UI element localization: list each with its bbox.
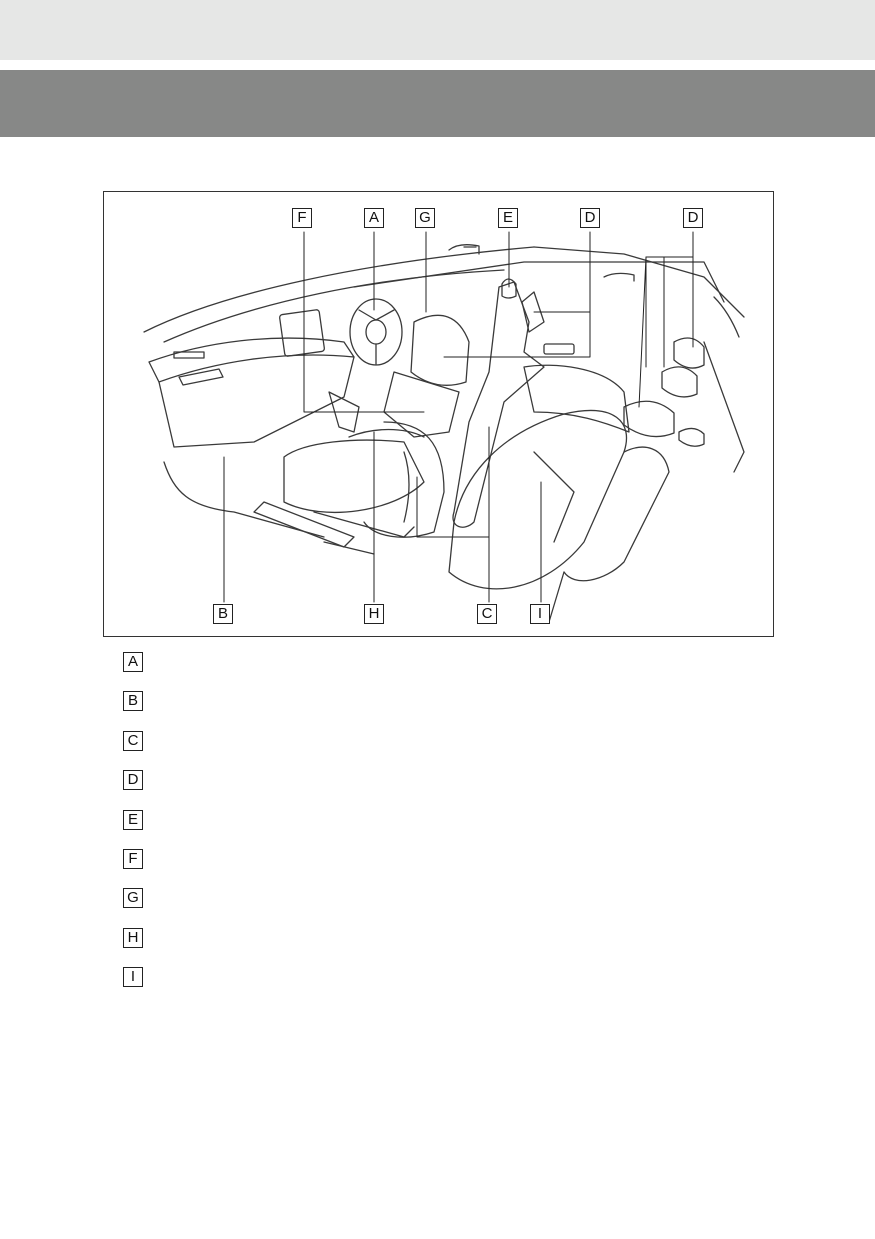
callout-bottom-h: H bbox=[364, 604, 384, 624]
callout-top-a: A bbox=[364, 208, 384, 228]
legend-item: F bbox=[123, 848, 155, 869]
callout-bottom-c: C bbox=[477, 604, 497, 624]
section-title-band bbox=[0, 70, 875, 137]
legend-key-h: H bbox=[123, 927, 143, 948]
car-interior-drawing bbox=[143, 231, 745, 623]
callout-top-e: E bbox=[498, 208, 518, 228]
legend-item: D bbox=[123, 770, 155, 791]
legend-item: A bbox=[123, 652, 155, 672]
callout-top-g: G bbox=[415, 208, 435, 228]
callout-top-f: F bbox=[292, 208, 312, 228]
legend-item: E bbox=[123, 809, 155, 830]
legend-item: H bbox=[123, 927, 155, 948]
legend-key-d: D bbox=[123, 770, 143, 791]
legend-key-g: G bbox=[123, 888, 143, 909]
legend-key-e: E bbox=[123, 809, 143, 830]
callout-top-d: D bbox=[580, 208, 600, 228]
legend-list: A B C D E F G H I bbox=[123, 652, 155, 1007]
callout-bottom-i: I bbox=[530, 604, 550, 624]
legend-item: C bbox=[123, 730, 155, 751]
legend-key-f: F bbox=[123, 848, 143, 869]
top-header-band bbox=[0, 0, 875, 60]
callout-bottom-b: B bbox=[213, 604, 233, 624]
legend-item: I bbox=[123, 967, 155, 988]
legend-key-a: A bbox=[123, 652, 143, 672]
legend-key-c: C bbox=[123, 730, 143, 751]
legend-key-i: I bbox=[123, 967, 143, 988]
legend-item: B bbox=[123, 691, 155, 712]
legend-item: G bbox=[123, 888, 155, 909]
legend-key-b: B bbox=[123, 691, 143, 712]
callout-top-d-rear: D bbox=[683, 208, 703, 228]
interior-illustration: F A G E D D B H C I bbox=[103, 191, 774, 637]
